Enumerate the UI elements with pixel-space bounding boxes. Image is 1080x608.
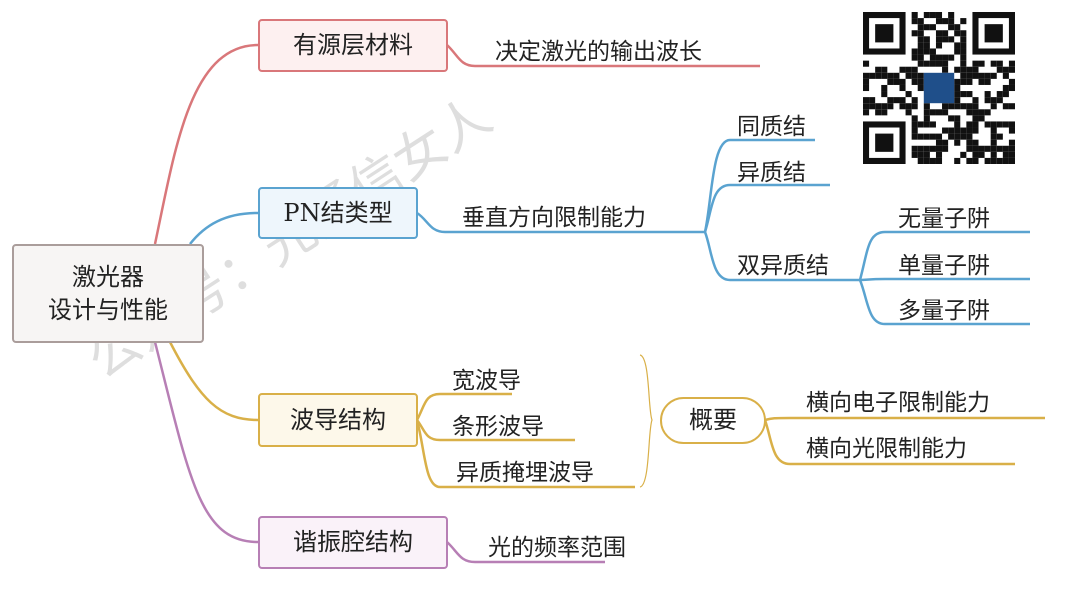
node-vertical-confinement[interactable]: 垂直方向限制能力 xyxy=(462,205,646,231)
node-waveguide[interactable]: 波导结构 xyxy=(258,393,418,447)
root-title-line1: 激光器 xyxy=(72,263,144,292)
root-title-line2: 设计与性能 xyxy=(48,295,168,324)
node-double-heterojunction[interactable]: 双异质结 xyxy=(737,253,829,279)
node-lateral-optical[interactable]: 横向光限制能力 xyxy=(806,436,967,462)
qr-code xyxy=(863,12,1015,164)
node-heterojunction[interactable]: 异质结 xyxy=(737,160,806,186)
node-summary[interactable]: 概要 xyxy=(660,397,766,444)
node-active-layer[interactable]: 有源层材料 xyxy=(258,19,448,72)
node-wavelength[interactable]: 决定激光的输出波长 xyxy=(495,39,702,65)
purple-connectors xyxy=(153,341,605,564)
node-frequency-range[interactable]: 光的频率范围 xyxy=(488,535,626,561)
node-homojunction[interactable]: 同质结 xyxy=(737,114,806,140)
node-pn-type[interactable]: PN结类型 xyxy=(258,187,418,239)
node-single-quantum-well[interactable]: 单量子阱 xyxy=(898,253,990,279)
red-connectors xyxy=(153,43,760,245)
node-stripe-waveguide[interactable]: 条形波导 xyxy=(452,414,544,440)
root-node[interactable]: 激光器设计与性能 xyxy=(12,244,204,343)
qr-logo xyxy=(923,72,955,104)
node-cavity[interactable]: 谐振腔结构 xyxy=(258,516,448,569)
blue-connectors xyxy=(189,138,1030,326)
gold-connectors xyxy=(168,341,1045,489)
node-no-quantum-well[interactable]: 无量子阱 xyxy=(898,206,990,232)
node-multi-quantum-well[interactable]: 多量子阱 xyxy=(898,298,990,324)
node-broad-waveguide[interactable]: 宽波导 xyxy=(452,368,521,394)
node-buried-waveguide[interactable]: 异质掩埋波导 xyxy=(456,460,594,486)
node-lateral-electron[interactable]: 横向电子限制能力 xyxy=(806,390,990,416)
